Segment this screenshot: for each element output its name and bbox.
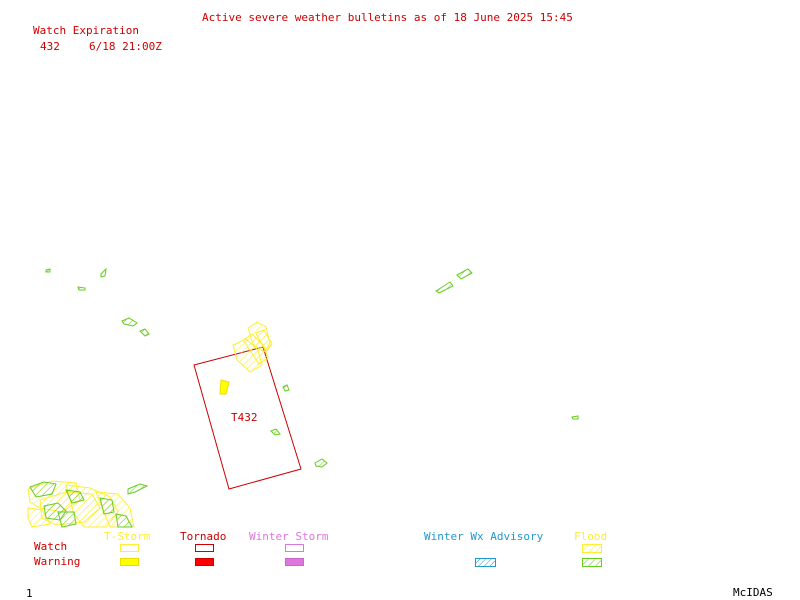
legend-winter-wx-advisory-swatch — [475, 558, 496, 567]
flood-watch-cluster[interactable] — [232, 321, 273, 373]
legend-winter-wx-advisory-label: Winter Wx Advisory — [424, 530, 544, 543]
frame-number: 1 — [26, 587, 33, 600]
watch-box-label: T432 — [231, 411, 258, 424]
legend-tstorm-warning-swatch — [120, 558, 139, 566]
watch-table-row-id: 432 — [40, 40, 60, 53]
watch-table-row-expiration: 6/18 21:00Z — [89, 40, 162, 53]
legend-tornado-label: Tornado — [180, 530, 227, 543]
southwest-flood-watch-cluster[interactable] — [27, 480, 135, 528]
legend-winter-storm-label: Winter Storm — [249, 530, 329, 543]
legend-flood-label: Flood — [574, 530, 608, 543]
legend-tstorm-label: T-Storm — [104, 530, 151, 543]
tstorm-warning-polygon[interactable] — [219, 379, 230, 395]
page-title: Active severe weather bulletins as of 18… — [202, 11, 573, 24]
legend-tstorm-watch-swatch — [120, 544, 139, 552]
legend-tornado-watch-swatch — [195, 544, 214, 552]
legend-warning-row-label: Warning — [34, 555, 81, 568]
watch-table-header: Watch Expiration — [33, 24, 139, 37]
southwest-flood-warning-cluster[interactable] — [29, 481, 133, 528]
legend-flood-watch-swatch — [582, 544, 602, 553]
legend-winter-storm-watch-swatch — [285, 544, 304, 552]
legend-winter-storm-warning-swatch — [285, 558, 304, 566]
software-label: McIDAS — [733, 586, 773, 599]
legend-tornado-warning-swatch — [195, 558, 214, 566]
legend-watch-row-label: Watch — [34, 540, 68, 553]
legend-flood-warning-swatch — [582, 558, 602, 567]
flood-warning-slivers[interactable] — [45, 267, 579, 495]
